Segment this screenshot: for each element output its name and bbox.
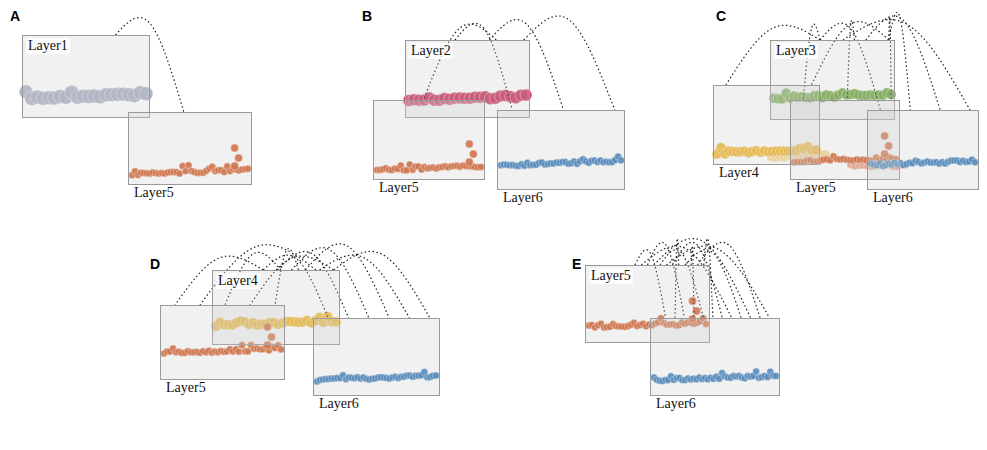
layer-plane: Layer5 xyxy=(373,100,485,180)
layer-label: Layer4 xyxy=(717,165,761,181)
layer-label: Layer5 xyxy=(164,380,208,396)
layer-plane: Layer1 xyxy=(22,35,150,118)
panel-letter: B xyxy=(362,8,372,24)
panel-letter: D xyxy=(150,256,160,272)
layer-plane: Layer6 xyxy=(867,110,979,190)
layer-plane: Layer6 xyxy=(497,110,625,190)
layer-plane: Layer5 xyxy=(128,112,252,185)
panel-letter: E xyxy=(572,256,581,272)
layer-label: Layer4 xyxy=(216,273,260,289)
layer-plane: Layer6 xyxy=(650,318,780,396)
layer-label: Layer5 xyxy=(794,180,838,196)
layer-label: Layer2 xyxy=(409,43,453,59)
layer-label: Layer1 xyxy=(26,38,70,54)
layer-plane: Layer5 xyxy=(160,305,285,380)
layer-label: Layer5 xyxy=(589,268,633,284)
layer-label: Layer6 xyxy=(501,190,545,206)
layer-label: Layer5 xyxy=(132,185,176,201)
layer-label: Layer3 xyxy=(774,43,818,59)
layer-label: Layer6 xyxy=(654,396,698,412)
panel-letter: A xyxy=(10,8,20,24)
layer-plane: Layer6 xyxy=(313,318,440,396)
layer-label: Layer6 xyxy=(317,396,361,412)
layer-label: Layer6 xyxy=(871,190,915,206)
layer-label: Layer5 xyxy=(377,180,421,196)
panel-letter: C xyxy=(716,8,726,24)
